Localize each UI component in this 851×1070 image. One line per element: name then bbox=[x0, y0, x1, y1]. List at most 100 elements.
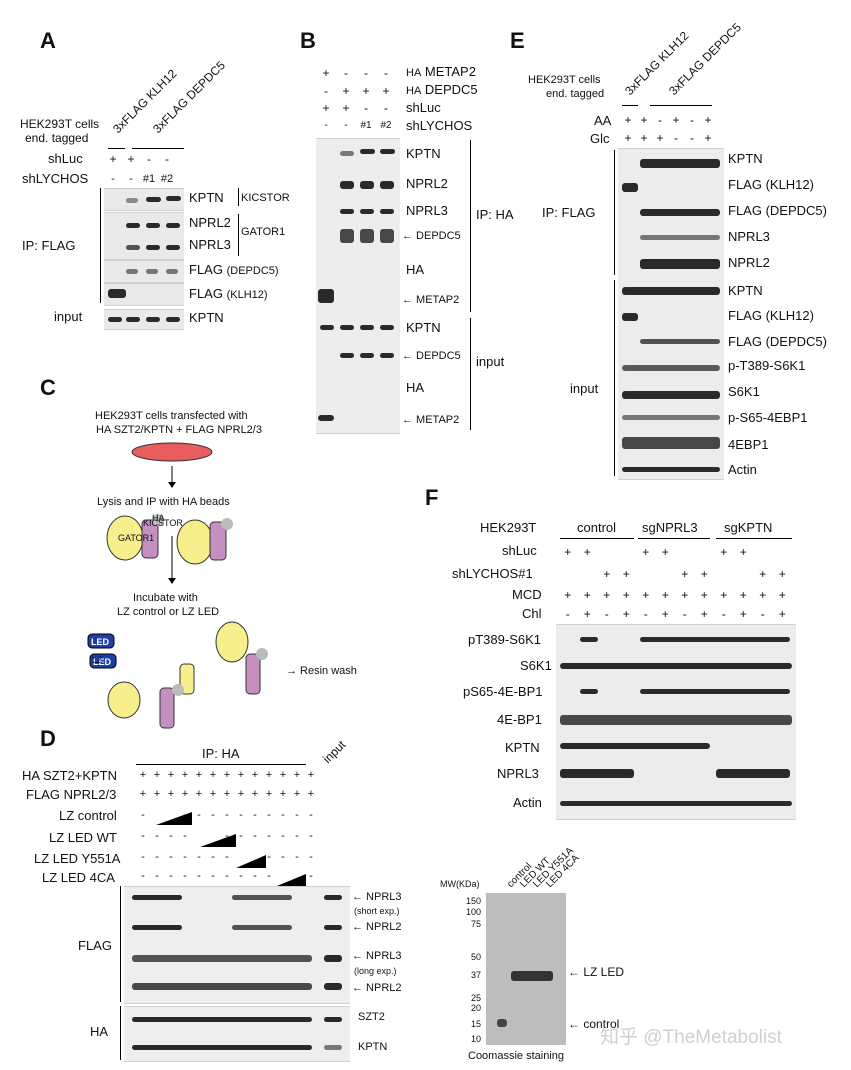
f-blot bbox=[556, 624, 796, 820]
f-sign: + bbox=[720, 545, 728, 559]
f-group-2: sgKPTN bbox=[724, 520, 773, 535]
f-sign: + bbox=[739, 545, 747, 559]
d-sign: + bbox=[181, 788, 189, 800]
d-cond-4: LZ LED Y551A bbox=[34, 851, 121, 866]
d-sign: + bbox=[251, 769, 259, 781]
d-sign: - bbox=[267, 809, 271, 821]
d-sign: - bbox=[141, 830, 145, 842]
f-sign: + bbox=[700, 588, 708, 602]
c-lz: LZ bbox=[92, 655, 103, 665]
f-sign: + bbox=[759, 567, 767, 581]
d-cond-1: FLAG NPRL2/3 bbox=[26, 787, 117, 802]
d-sign: - bbox=[169, 830, 173, 842]
f-sign: + bbox=[700, 567, 708, 581]
f-row-5: NPRL3 bbox=[497, 766, 539, 781]
d-right-1: (short exp.) bbox=[354, 906, 400, 916]
d-sign: - bbox=[309, 851, 313, 863]
d-sign: + bbox=[195, 769, 203, 781]
d-sign-row: +++++++++++++ bbox=[136, 788, 318, 800]
f-cell: HEK293T bbox=[480, 520, 537, 535]
panel-a-label: A bbox=[40, 28, 56, 53]
a-row-nprl2: NPRL2 bbox=[189, 215, 231, 230]
d-right-7: KPTN bbox=[358, 1041, 388, 1053]
f-row-2: pS65-4E-BP1 bbox=[463, 684, 543, 699]
d-right-0: ← NPRL3 bbox=[352, 891, 402, 903]
d-sign: - bbox=[253, 830, 257, 842]
d-sign-row: ----------- bbox=[136, 870, 318, 882]
g-control: ← control bbox=[568, 1017, 620, 1031]
panel-d-label: D bbox=[40, 726, 56, 751]
d-sign: - bbox=[169, 851, 173, 863]
f-sign: + bbox=[681, 588, 689, 602]
d-cond-3: LZ LED WT bbox=[49, 830, 117, 845]
a-row-flag-klh12: FLAG (KLH12) bbox=[189, 286, 268, 301]
f-sign: + bbox=[622, 567, 630, 581]
f-sign: - bbox=[760, 607, 765, 621]
a-row-kptn: KPTN bbox=[189, 190, 224, 205]
f-sign: + bbox=[642, 545, 650, 559]
e-row-11: 4EBP1 bbox=[728, 437, 769, 452]
b-row-depdc5: ← DEPDC5 bbox=[402, 230, 461, 242]
d-sign: + bbox=[265, 769, 273, 781]
b-row-ha: HA bbox=[406, 262, 425, 277]
f-sign: + bbox=[583, 588, 591, 602]
f-sign: + bbox=[681, 567, 689, 581]
d-blot-flag bbox=[124, 886, 350, 1004]
d-sign: + bbox=[209, 788, 217, 800]
d-sign: + bbox=[195, 788, 203, 800]
e-row-4: NPRL2 bbox=[728, 255, 770, 270]
c-led-1: LED bbox=[91, 637, 109, 647]
d-right-2: ← NPRL2 bbox=[352, 921, 402, 933]
panel-c-label: C bbox=[40, 375, 56, 400]
g-gel bbox=[486, 893, 566, 1045]
d-sign: - bbox=[309, 870, 313, 882]
a-row-flag-depdc5: FLAG (DEPDC5) bbox=[189, 262, 279, 277]
a-blot-kptn bbox=[104, 188, 184, 211]
e-aa: AA bbox=[594, 113, 612, 128]
d-sign: - bbox=[155, 830, 159, 842]
f-sign: + bbox=[739, 607, 747, 621]
a-blot-flag-depdc5 bbox=[104, 260, 184, 283]
a-blot-flag-klh12 bbox=[104, 283, 184, 306]
f-sign: - bbox=[682, 607, 687, 621]
d-sign: + bbox=[181, 769, 189, 781]
d-flag: FLAG bbox=[78, 938, 112, 953]
f-sign: - bbox=[721, 607, 726, 621]
d-sign: + bbox=[167, 788, 175, 800]
e-ip: IP: FLAG bbox=[542, 205, 596, 220]
f-sign: + bbox=[603, 588, 611, 602]
d-cond-5: LZ LED 4CA bbox=[42, 870, 115, 885]
d-sign: - bbox=[197, 809, 201, 821]
d-right-3: ← NPRL3 bbox=[352, 950, 402, 962]
d-sign: - bbox=[141, 809, 145, 821]
b-row-kptn: KPTN bbox=[406, 146, 441, 161]
panel-b-label: B bbox=[300, 28, 316, 53]
d-sign: + bbox=[279, 769, 287, 781]
d-blot-ha bbox=[124, 1006, 350, 1062]
d-sign: + bbox=[251, 788, 259, 800]
f-sign-row: ++++++ bbox=[558, 545, 792, 559]
panel-f-label: F bbox=[425, 485, 439, 510]
f-sign: + bbox=[564, 545, 572, 559]
a-row-nprl3: NPRL3 bbox=[189, 237, 231, 252]
d-sign: - bbox=[225, 851, 229, 863]
c-ha: HA bbox=[152, 513, 165, 523]
f-sign: + bbox=[778, 607, 786, 621]
d-sign: - bbox=[253, 809, 257, 821]
d-sign: - bbox=[239, 830, 243, 842]
d-sign: + bbox=[209, 769, 217, 781]
f-row-4: KPTN bbox=[505, 740, 540, 755]
f-sign: + bbox=[739, 588, 747, 602]
e-cells: HEK293T cells bbox=[528, 74, 601, 86]
a-cells: HEK293T cells bbox=[20, 117, 100, 131]
d-sign: - bbox=[155, 851, 159, 863]
d-sign: - bbox=[281, 809, 285, 821]
f-sign: + bbox=[622, 588, 630, 602]
a-cells2: end. tagged bbox=[25, 131, 89, 145]
f-cond-2: MCD bbox=[512, 587, 542, 602]
b-row-nprl2: NPRL2 bbox=[406, 176, 448, 191]
b-row-input-kptn: KPTN bbox=[406, 320, 441, 335]
c-diagram bbox=[87, 442, 268, 729]
f-sign: + bbox=[661, 607, 669, 621]
f-sign: + bbox=[759, 588, 767, 602]
